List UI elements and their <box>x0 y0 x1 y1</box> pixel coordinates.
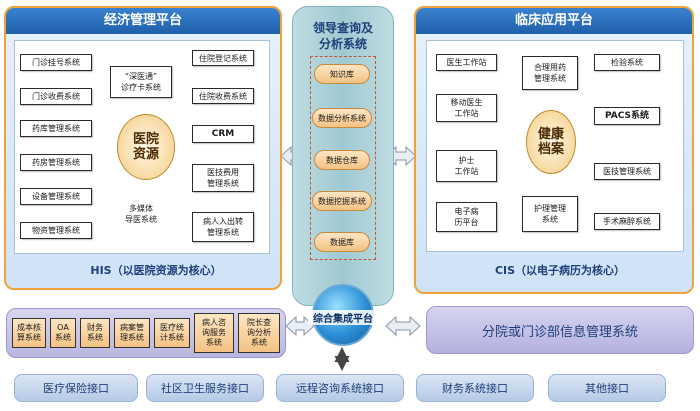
cis-right-item[interactable]: 手术麻醉系统 <box>594 213 660 230</box>
admin-system-item[interactable]: 病案管 理系统 <box>114 318 150 348</box>
admin-system-item[interactable]: OA 系统 <box>50 318 76 348</box>
admin-system-item[interactable]: 成本核 算系统 <box>12 318 46 348</box>
cis-right-item[interactable]: PACS系统 <box>594 107 660 125</box>
his-left-item[interactable]: 物资管理系统 <box>20 222 92 239</box>
interface-capsule[interactable]: 其他接口 <box>548 374 666 402</box>
his-right-item[interactable]: 住院收费系统 <box>192 88 254 104</box>
branch-info-system[interactable]: 分院或门诊部信息管理系统 <box>426 306 694 354</box>
data-stack-frame <box>310 56 376 260</box>
admin-system-item[interactable]: 财务 系统 <box>80 318 110 348</box>
interface-capsule[interactable]: 医疗保险接口 <box>14 374 138 402</box>
his-right-item[interactable]: 病人入出转 管理系统 <box>192 212 254 242</box>
data-warehouse[interactable]: 数据仓库 <box>314 150 370 170</box>
cis-left-item[interactable]: 电子病 历平台 <box>436 202 497 232</box>
database[interactable]: 数据库 <box>314 232 370 252</box>
his-right-item[interactable]: 住院登记系统 <box>192 50 254 66</box>
data-mining-system[interactable]: 数据挖掘系统 <box>312 191 372 211</box>
medical-card-box[interactable]: “深医通” 诊疗卡系统 <box>110 66 172 98</box>
his-left-item[interactable]: 门诊挂号系统 <box>20 54 92 71</box>
his-footer: HIS（以医院资源为核心） <box>90 264 222 277</box>
his-left-item[interactable]: 药房管理系统 <box>20 154 92 171</box>
interface-capsule[interactable]: 财务系统接口 <box>416 374 534 402</box>
admin-system-item[interactable]: 病人咨 询服务 系统 <box>194 313 234 353</box>
interface-capsule[interactable]: 社区卫生服务接口 <box>146 374 264 402</box>
admin-system-item[interactable]: 院长查 询分析 系统 <box>238 313 280 353</box>
data-analysis-system[interactable]: 数据分析系统 <box>312 108 372 128</box>
cis-right-item[interactable]: 医技管理系统 <box>594 163 660 180</box>
clinical-platform-title: 临床应用平台 <box>416 8 692 34</box>
cis-left-item[interactable]: 医生工作站 <box>436 54 497 71</box>
cis-left-item[interactable]: 护士 工作站 <box>436 150 497 182</box>
nursing-management-box[interactable]: 护理管理 系统 <box>522 196 578 232</box>
his-left-item[interactable]: 门诊收费系统 <box>20 88 92 105</box>
multimedia-guide-box[interactable]: 多媒体 导医系统 <box>125 204 157 224</box>
cis-right-item[interactable]: 检验系统 <box>594 54 660 71</box>
interface-capsule[interactable]: 远程咨询系统接口 <box>276 374 404 402</box>
his-left-item[interactable]: 药库管理系统 <box>20 120 92 137</box>
economic-platform-title: 经济管理平台 <box>6 8 280 34</box>
integration-platform-label[interactable]: 综合集成平台 <box>308 310 378 325</box>
cis-footer: CIS（以电子病历为核心） <box>494 264 626 277</box>
his-left-item[interactable]: 设备管理系统 <box>20 188 92 205</box>
health-record-node: 健康 档案 <box>526 110 576 174</box>
hospital-resource-node: 医院 资源 <box>117 114 175 180</box>
admin-system-item[interactable]: 医疗统 计系统 <box>154 318 190 348</box>
leadership-title: 领导查询及 分析系统 <box>312 21 373 51</box>
his-right-item[interactable]: CRM <box>192 125 254 143</box>
cis-left-item[interactable]: 移动医生 工作站 <box>436 94 497 122</box>
his-right-item[interactable]: 医技费用 管理系统 <box>192 164 254 192</box>
rational-drug-box[interactable]: 合理用药 管理系统 <box>522 56 578 90</box>
arrow-globe-branch <box>385 315 421 337</box>
knowledge-base[interactable]: 知识库 <box>314 64 370 84</box>
